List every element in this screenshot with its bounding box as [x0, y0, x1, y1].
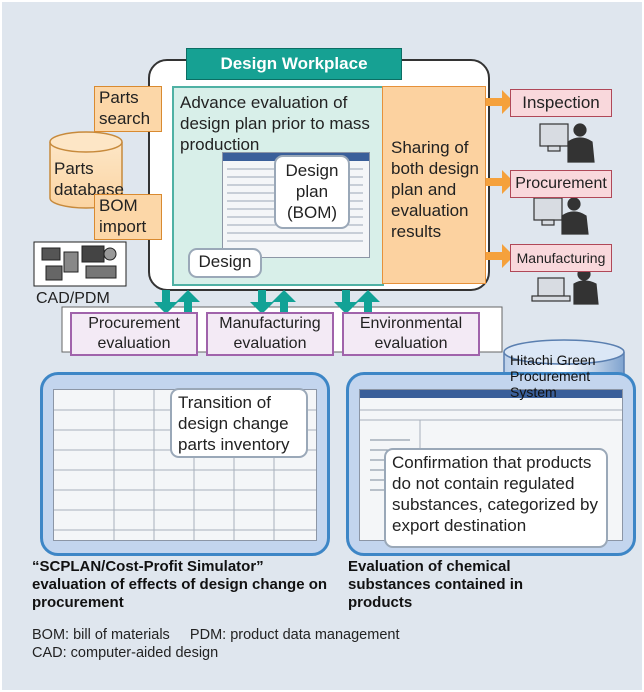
workstation-icons	[531, 123, 599, 305]
cad-parts-image	[33, 241, 127, 287]
abbreviation-notes: BOM: bill of materials PDM: product data…	[32, 626, 592, 662]
manufacturing-box: Manufacturing	[510, 244, 612, 272]
inspection-box: Inspection	[510, 89, 612, 117]
manufacturing-evaluation-box: Manufacturing evaluation	[206, 312, 334, 356]
environmental-evaluation-box: Environmental evaluation	[342, 312, 480, 356]
cad-pdm-label: CAD/PDM	[36, 290, 110, 307]
design-plan-callout: Design plan (BOM)	[274, 155, 350, 229]
scplan-callout-text: Transition of design change parts invent…	[178, 393, 290, 454]
manufacturing-evaluation-text: Manufacturing evaluation	[219, 315, 321, 352]
parts-database-cylinder	[49, 131, 123, 209]
chemical-callout-text: Confirmation that products do not contai…	[392, 453, 599, 535]
design-text: Design	[198, 252, 252, 271]
design-workplace-title: Design Workplace	[186, 48, 402, 80]
procurement-evaluation-box: Procurement evaluation	[70, 312, 198, 356]
hgps-text: Hitachi Green Procurement System	[510, 352, 596, 400]
chemical-caption: Evaluation of chemical substances contai…	[348, 558, 524, 611]
scplan-caption: “SCPLAN/Cost-Profit Simulator” evaluatio…	[32, 558, 328, 611]
advance-evaluation-text: Advance evaluation of design plan prior …	[180, 93, 370, 154]
bom-import-label: BOM import	[94, 194, 162, 240]
procurement-box: Procurement	[510, 170, 612, 198]
exchange-arrows	[154, 290, 380, 314]
environmental-evaluation-text: Environmental evaluation	[359, 315, 463, 352]
sharing-box: Sharing of both design plan and evaluati…	[382, 86, 486, 284]
procurement-evaluation-text: Procurement evaluation	[88, 315, 180, 352]
hgps-label: Hitachi Green Procurement System	[510, 352, 622, 400]
design-plan-text: Design plan (BOM)	[285, 161, 339, 222]
scplan-callout: Transition of design change parts invent…	[170, 388, 308, 458]
chemical-callout: Confirmation that products do not contai…	[384, 448, 608, 548]
abbr-line-1: BOM: bill of materials PDM: product data…	[32, 627, 400, 643]
sharing-text: Sharing of both design plan and evaluati…	[391, 138, 479, 241]
parts-search-label: Parts search	[94, 86, 162, 132]
design-callout: Design	[188, 248, 262, 278]
abbr-line-2: CAD: computer-aided design	[32, 645, 219, 661]
